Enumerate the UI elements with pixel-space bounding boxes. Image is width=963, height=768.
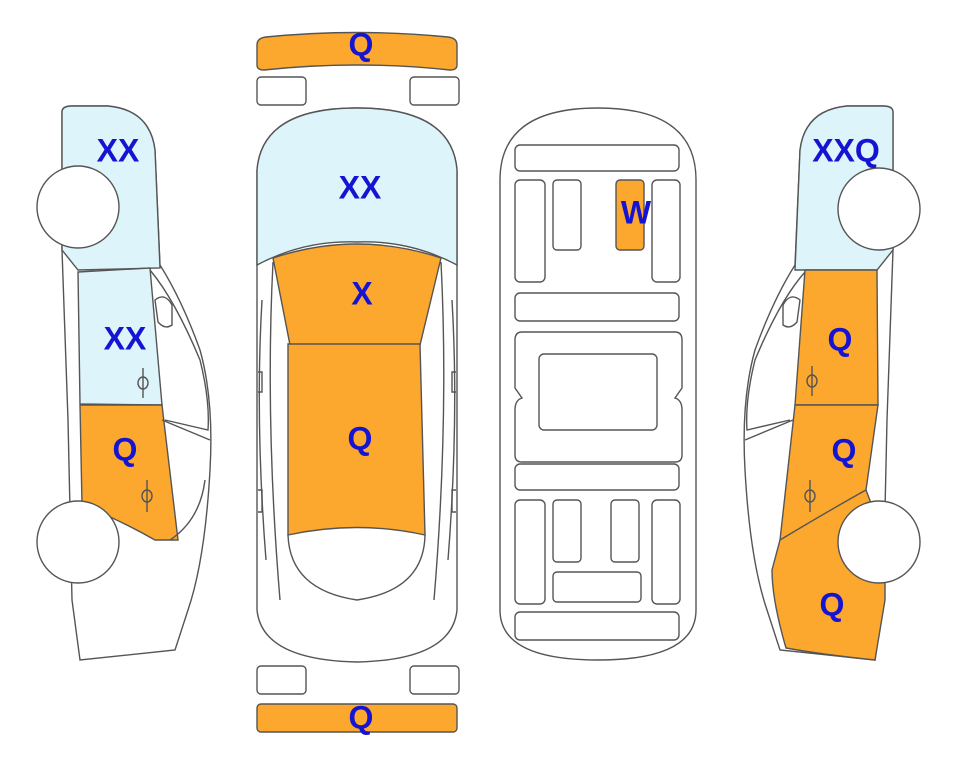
right-rear-wheel xyxy=(837,500,921,584)
rear-left-seat xyxy=(552,499,582,563)
front-right-seat[interactable] xyxy=(615,179,645,251)
top-right-pillar xyxy=(433,261,456,601)
interior-outline xyxy=(499,107,697,661)
right-rear-door-handle xyxy=(804,480,816,512)
windshield-upper[interactable] xyxy=(272,243,442,346)
right-front-door-label: Q xyxy=(828,321,853,357)
front-left-seat xyxy=(552,179,582,251)
top-view: Q XX X Q Q xyxy=(256,26,460,735)
top-left-pillar xyxy=(258,261,281,601)
front-left-headlight xyxy=(256,76,307,106)
front-bumper[interactable] xyxy=(256,31,458,71)
left-lower-crease xyxy=(161,419,211,541)
rear-left-taillight xyxy=(256,665,307,695)
left-front-glass-label: XX xyxy=(97,132,140,168)
left-rear-wheel xyxy=(36,500,120,584)
rear-right-seat xyxy=(610,499,640,563)
left-rear-door-handle xyxy=(141,480,153,512)
interior-seat-label: W xyxy=(621,194,652,230)
dashboard xyxy=(514,144,680,172)
right-side-view: XXQ Q Q Q xyxy=(743,105,921,661)
right-front-door-handle xyxy=(806,366,818,396)
left-window-pillar xyxy=(149,269,209,431)
right-rear-door-label: Q xyxy=(832,432,857,468)
top-rear-glass xyxy=(287,534,426,601)
rear-divider xyxy=(514,463,680,491)
right-window-pillar xyxy=(746,271,806,431)
hood[interactable] xyxy=(256,107,458,267)
center-console-frame xyxy=(514,331,683,463)
left-front-wheel xyxy=(36,165,120,249)
rear-bumper[interactable] xyxy=(256,703,458,733)
right-lower-crease xyxy=(744,419,794,441)
front-right-headlight xyxy=(409,76,460,106)
top-right-mirror xyxy=(451,371,456,513)
rear-right-taillight xyxy=(409,665,460,695)
front-bumper-label: Q xyxy=(349,26,374,62)
rear-left-door-trim xyxy=(514,499,546,605)
center-console xyxy=(538,353,658,431)
windshield-upper-label: X xyxy=(351,275,373,311)
trunk-panel xyxy=(514,611,680,641)
front-left-door-trim xyxy=(514,179,546,283)
interior-view: W xyxy=(499,107,697,661)
right-rear-quarter-label: Q xyxy=(820,586,845,622)
left-front-door-label: XX xyxy=(104,320,147,356)
left-side-view: XX XX Q xyxy=(36,105,212,661)
front-right-door-trim xyxy=(651,179,681,283)
rear-bumper-label: Q xyxy=(349,699,374,735)
left-front-door-handle xyxy=(137,368,149,398)
center-divider xyxy=(514,292,680,322)
left-mirror xyxy=(154,296,173,328)
right-front-glass-label: XXQ xyxy=(812,132,880,168)
hood-label: XX xyxy=(339,169,382,205)
rear-bench xyxy=(552,571,642,603)
roof[interactable] xyxy=(287,343,426,536)
top-left-mirror xyxy=(258,371,263,513)
right-front-wheel xyxy=(837,167,921,251)
rear-right-door-trim xyxy=(651,499,681,605)
right-mirror xyxy=(782,296,801,328)
left-rear-door-label: Q xyxy=(113,431,138,467)
roof-label: Q xyxy=(348,420,373,456)
